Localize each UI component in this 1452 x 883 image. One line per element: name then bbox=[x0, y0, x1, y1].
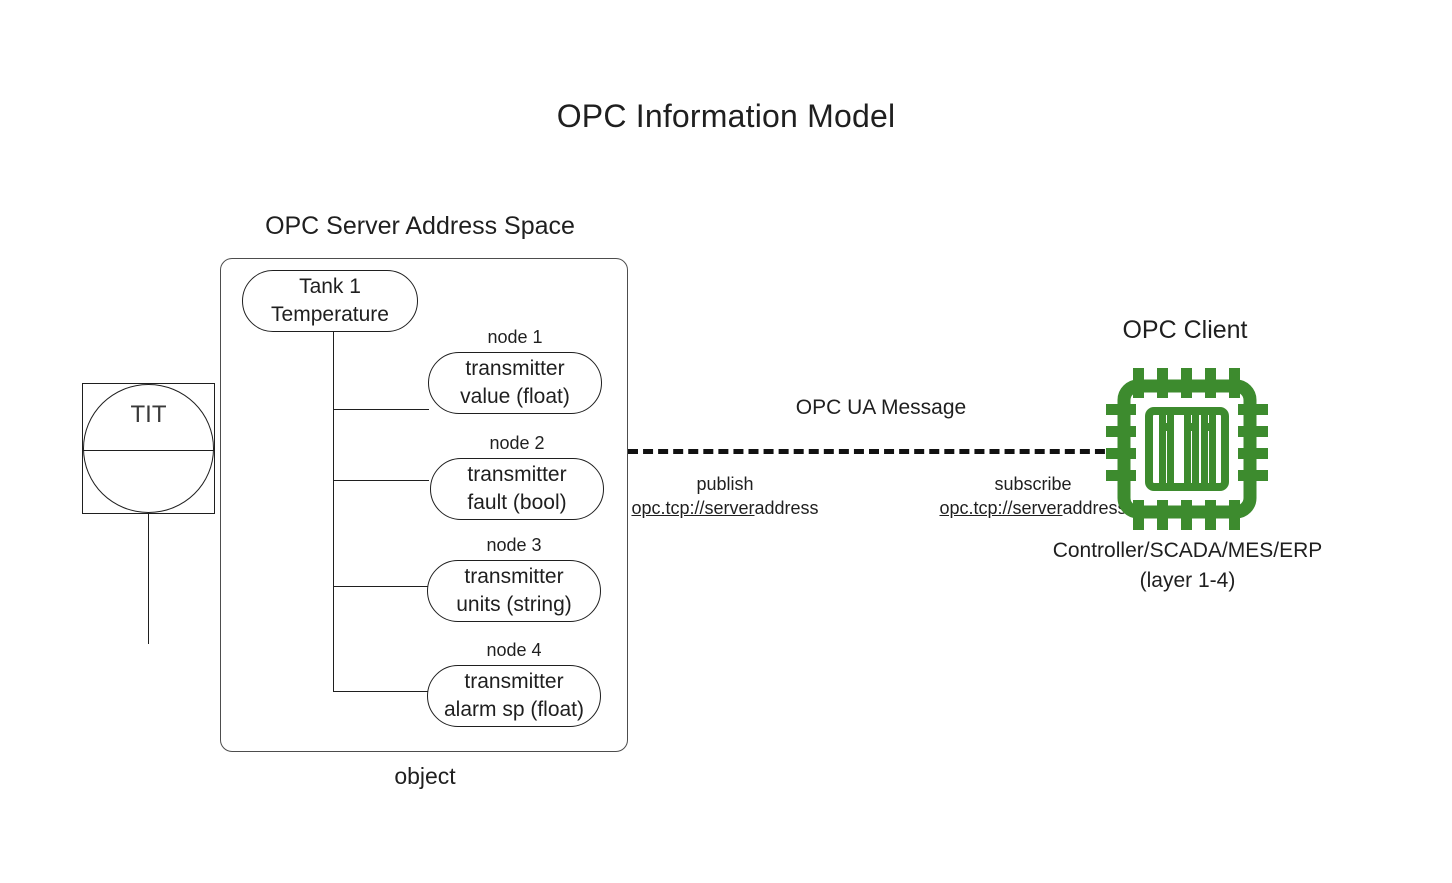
node-2[interactable]: transmitter fault (bool) bbox=[430, 458, 604, 520]
client-role-line2: (layer 1-4) bbox=[1139, 569, 1236, 592]
node-3-line1: transmitter bbox=[464, 565, 564, 588]
publish-url-link[interactable]: opc.tcp://server bbox=[631, 498, 755, 518]
object-node-line1: Tank 1 bbox=[299, 275, 361, 298]
subscribe-url[interactable]: opc.tcp://serveraddress bbox=[933, 496, 1133, 520]
publish-url[interactable]: opc.tcp://serveraddress bbox=[625, 496, 825, 520]
node-4[interactable]: transmitter alarm sp (float) bbox=[427, 665, 601, 727]
tree-branch-node-1 bbox=[333, 409, 429, 410]
node-1-caption: node 1 bbox=[487, 327, 543, 347]
object-node-line2: Temperature bbox=[271, 303, 389, 326]
microchip-icon bbox=[1106, 368, 1268, 530]
node-1-line1: transmitter bbox=[465, 357, 565, 380]
node-1[interactable]: transmitter value (float) bbox=[428, 352, 602, 414]
instrument-stem bbox=[148, 514, 149, 644]
publish-url-tail: address bbox=[754, 498, 819, 518]
subscribe-url-link[interactable]: opc.tcp://server bbox=[939, 498, 1063, 518]
publish-endpoint: publish opc.tcp://serveraddress bbox=[625, 472, 825, 520]
object-caption: object bbox=[394, 763, 456, 789]
node-1-line2: value (float) bbox=[460, 385, 570, 408]
tree-branch-node-2 bbox=[333, 480, 429, 481]
publish-action-label: publish bbox=[696, 474, 754, 494]
client-role-line1: Controller/SCADA/MES/ERP bbox=[1052, 539, 1323, 562]
tree-branch-node-4 bbox=[333, 691, 429, 692]
instrument-tag-label: TIT bbox=[130, 401, 167, 428]
subscribe-action-label: subscribe bbox=[994, 474, 1072, 494]
node-3-caption: node 3 bbox=[486, 535, 542, 555]
node-3-line2: units (string) bbox=[456, 593, 572, 616]
address-space-heading: OPC Server Address Space bbox=[265, 212, 575, 240]
client-role-caption: Controller/SCADA/MES/ERP (layer 1-4) bbox=[1000, 536, 1375, 596]
instrument-circle bbox=[83, 384, 214, 513]
node-4-line1: transmitter bbox=[464, 670, 564, 693]
node-2-line1: transmitter bbox=[467, 463, 567, 486]
node-2-caption: node 2 bbox=[489, 433, 545, 453]
node-4-caption: node 4 bbox=[486, 640, 542, 660]
node-3[interactable]: transmitter units (string) bbox=[427, 560, 601, 622]
node-2-line2: fault (bool) bbox=[467, 491, 567, 514]
subscribe-endpoint: subscribe opc.tcp://serveraddress bbox=[933, 472, 1133, 520]
instrument-divider bbox=[82, 450, 215, 451]
page-title: OPC Information Model bbox=[556, 98, 896, 134]
ua-message-label: OPC UA Message bbox=[795, 396, 967, 419]
node-4-line2: alarm sp (float) bbox=[443, 698, 585, 721]
object-node[interactable]: Tank 1 Temperature bbox=[242, 270, 418, 332]
subscribe-url-tail: address bbox=[1062, 498, 1127, 518]
opc-client-heading: OPC Client bbox=[1122, 316, 1248, 344]
tree-branch-node-3 bbox=[333, 586, 429, 587]
tree-trunk-line bbox=[333, 332, 334, 692]
ua-message-dashed-line bbox=[628, 449, 1120, 454]
